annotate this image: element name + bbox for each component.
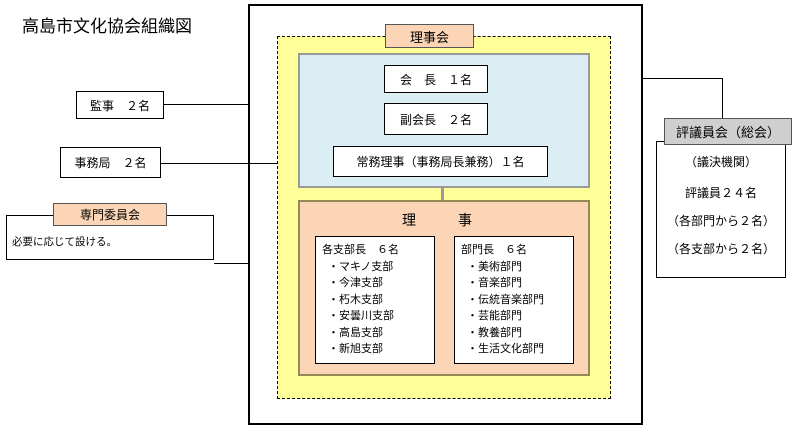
list-item: ・音楽部門 (467, 276, 522, 290)
committee-label: 専門委員会 (53, 203, 167, 226)
council-label: 評議員会（総会） (664, 118, 792, 145)
council-box (656, 141, 786, 278)
list-item: ・生活文化部門 (467, 342, 544, 356)
president-box: 会 長 １名 (384, 65, 488, 93)
council-line: 評議員２４名 (684, 186, 757, 200)
council-line: （各支部から２名） (666, 242, 775, 256)
panel-link (441, 186, 444, 202)
organization-frame (248, 4, 643, 425)
list-item: ・高島支部 (328, 325, 383, 339)
vice-president-box: 副会長 ２名 (384, 103, 488, 135)
branch-heads-box: 各支部長 ６名 ・マキノ支部 ・今津支部 ・朽木支部 ・安曇川支部 ・高島支部 … (315, 236, 435, 364)
section-heads-box: 部門長 ６名 ・美術部門 ・音楽部門 ・伝統音楽部門 ・芸能部門 ・教養部門 ・… (454, 236, 574, 364)
list-item: ・新旭支部 (328, 342, 383, 356)
connector-secretariat (161, 163, 277, 164)
section-heads-heading: 部門長 ６名 (461, 243, 527, 256)
connector-committee (214, 263, 248, 264)
council-line: （議決機関） (684, 155, 757, 169)
directors-heading: 理 事 (402, 213, 486, 229)
list-item: ・教養部門 (467, 325, 522, 339)
branch-heads-heading: 各支部長 ６名 (322, 243, 399, 256)
list-item: ・マキノ支部 (328, 260, 394, 273)
board-label: 理事会 (385, 24, 474, 48)
list-item: ・朽木支部 (328, 292, 383, 306)
list-item: ・美術部門 (467, 260, 522, 273)
list-item: ・今津支部 (328, 276, 383, 290)
page-title: 高島市文化協会組織図 (22, 17, 192, 37)
secretariat-box: 事務局 ２名 (60, 147, 161, 178)
list-item: ・伝統音楽部門 (467, 292, 544, 306)
managing-director-box: 常務理事（事務局長兼務）１名 (333, 146, 548, 177)
list-item: ・安曇川支部 (328, 309, 394, 323)
connector-council-h (643, 78, 723, 79)
auditor-box: 監事 ２名 (76, 91, 164, 119)
connector-council-v (722, 78, 723, 120)
connector-auditor (164, 104, 248, 105)
committee-note: 必要に応じて設ける。 (12, 236, 117, 248)
council-line: （各部門から２名） (666, 214, 775, 228)
list-item: ・芸能部門 (467, 309, 522, 323)
